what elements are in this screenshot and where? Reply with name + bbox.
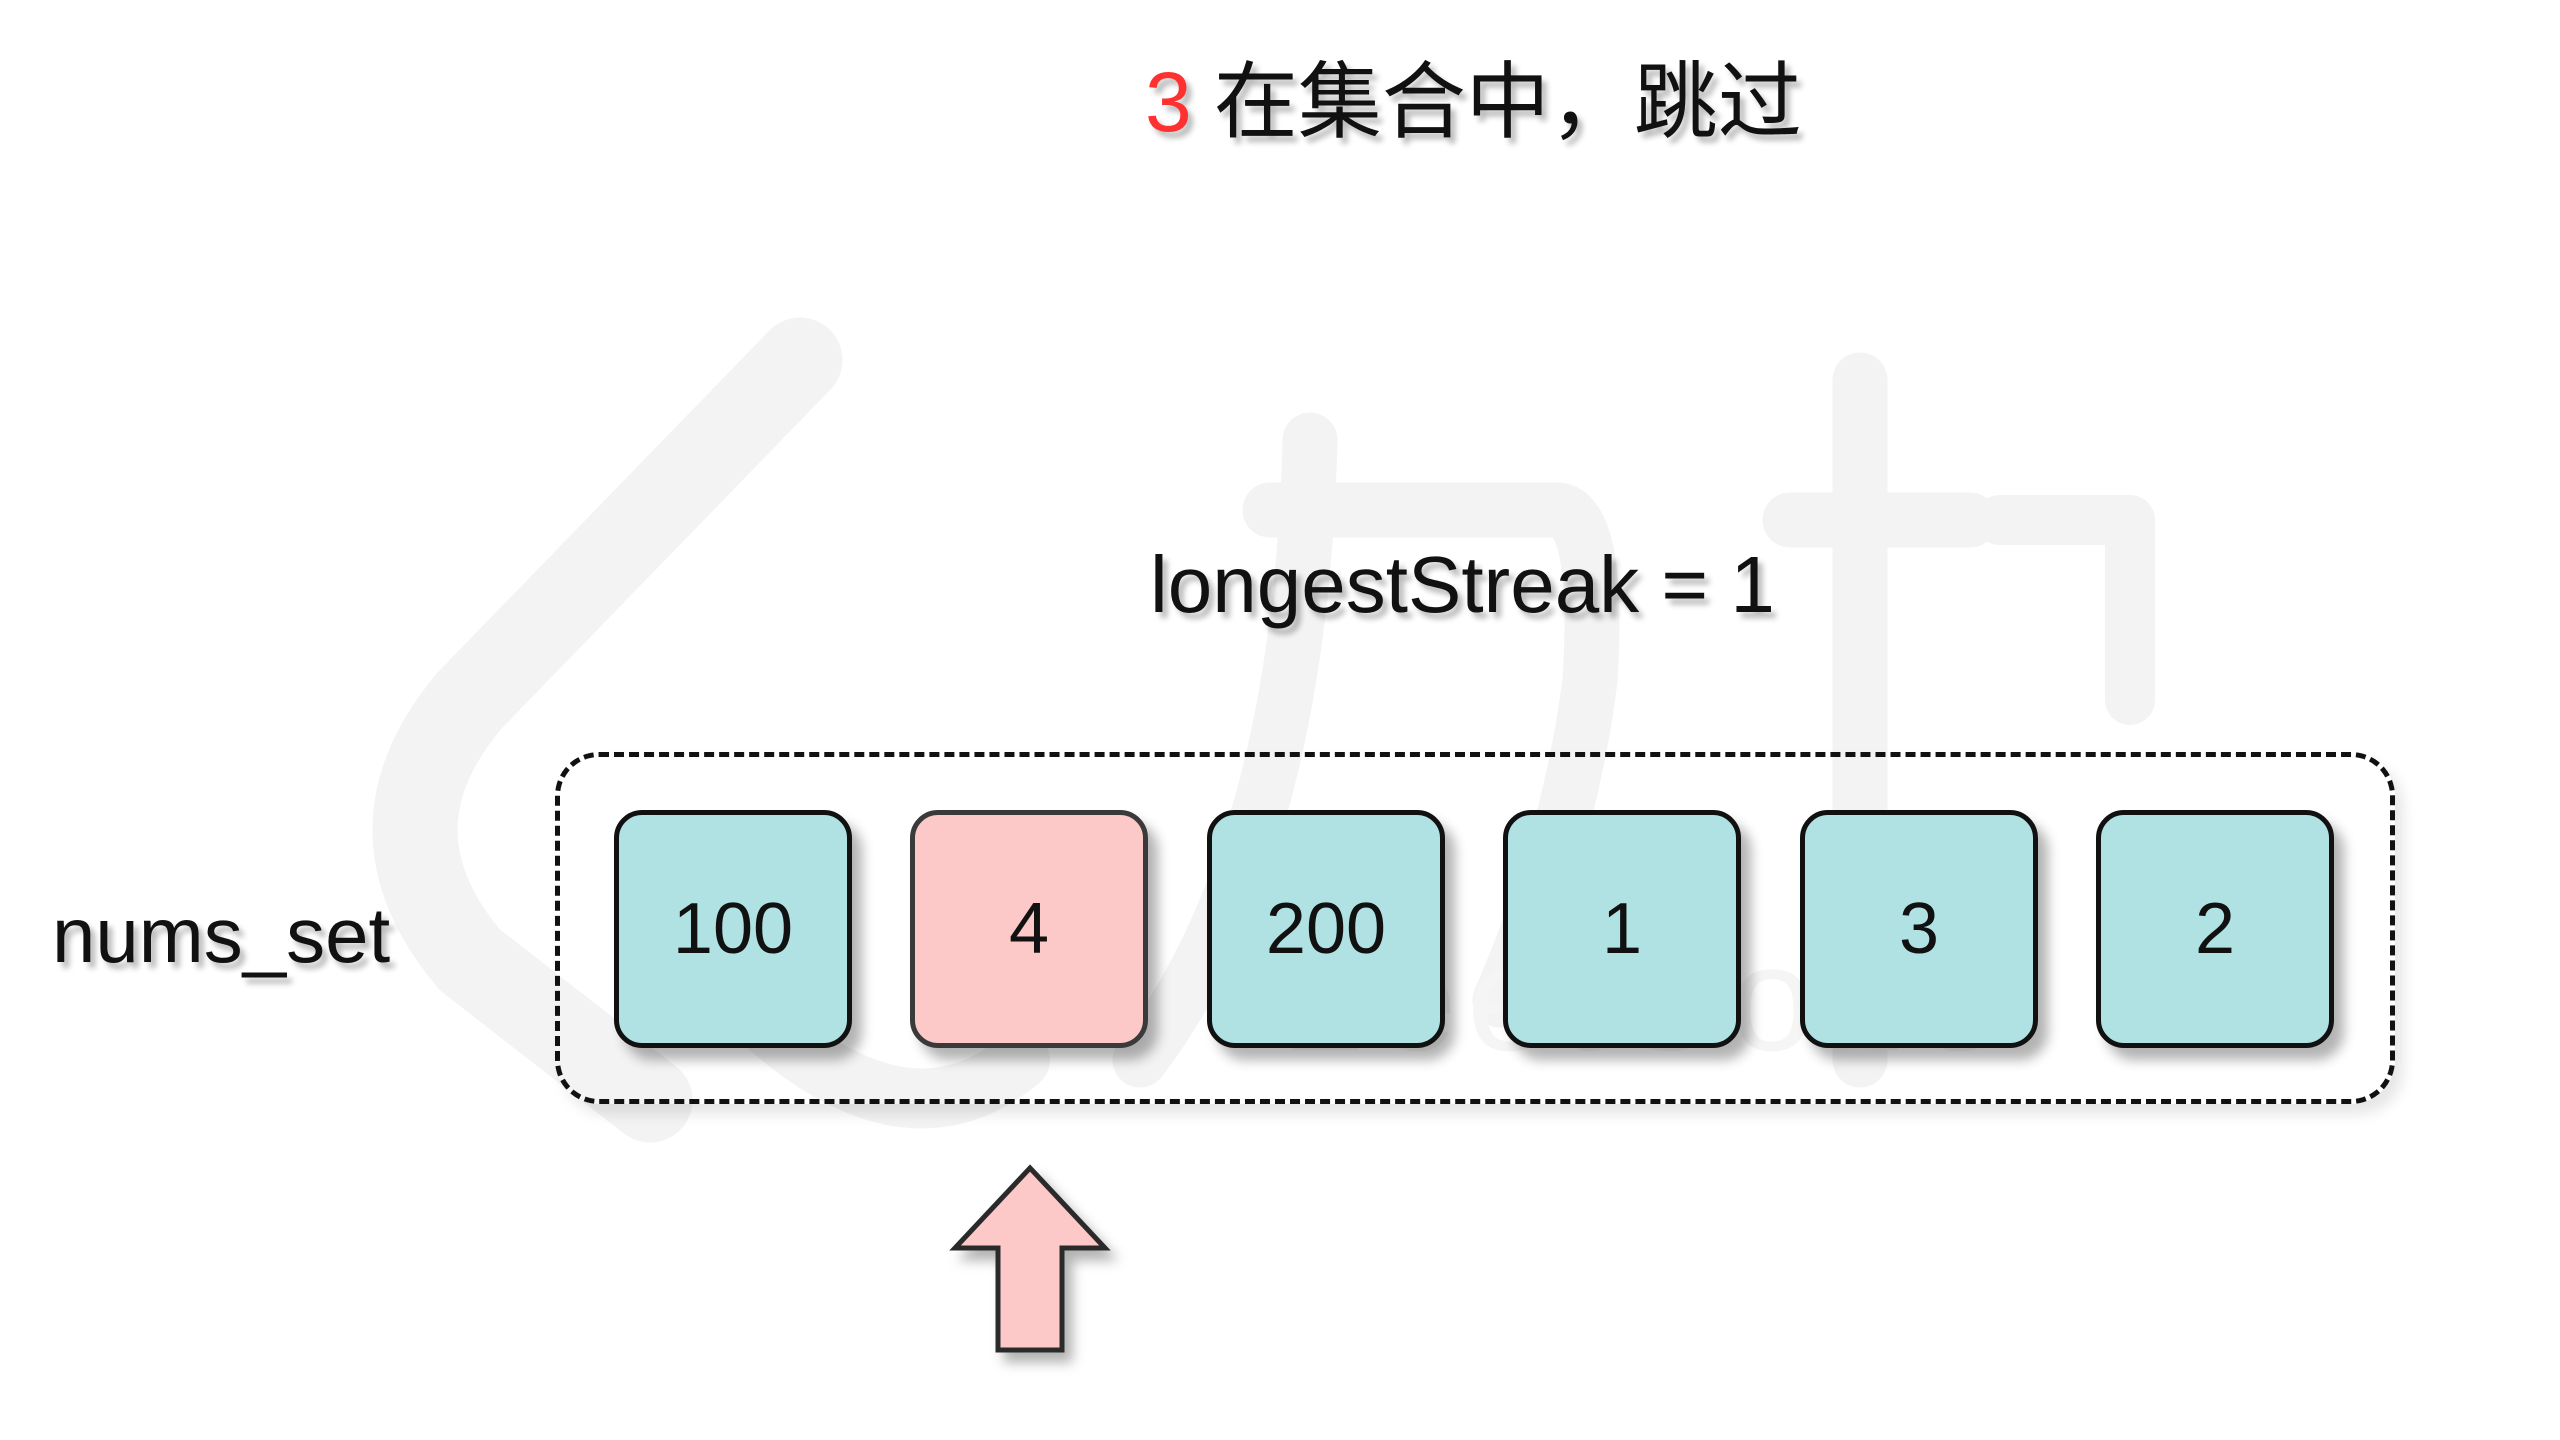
caption-highlight-number: 3: [1145, 55, 1192, 149]
longest-streak-label: longestStreak = 1: [1150, 540, 1775, 629]
caption-text: 在集合中，跳过: [1213, 53, 1802, 151]
set-element: 1: [1503, 810, 1741, 1048]
nums-set-container: [555, 752, 2395, 1104]
set-element-current: 4: [910, 810, 1148, 1048]
set-element: 100: [614, 810, 852, 1048]
set-element: 3: [1800, 810, 2038, 1048]
nums-set-label: nums_set: [52, 891, 391, 979]
up-arrow-icon: [949, 1164, 1111, 1353]
set-element: 200: [1207, 810, 1445, 1048]
set-element: 2: [2096, 810, 2334, 1048]
